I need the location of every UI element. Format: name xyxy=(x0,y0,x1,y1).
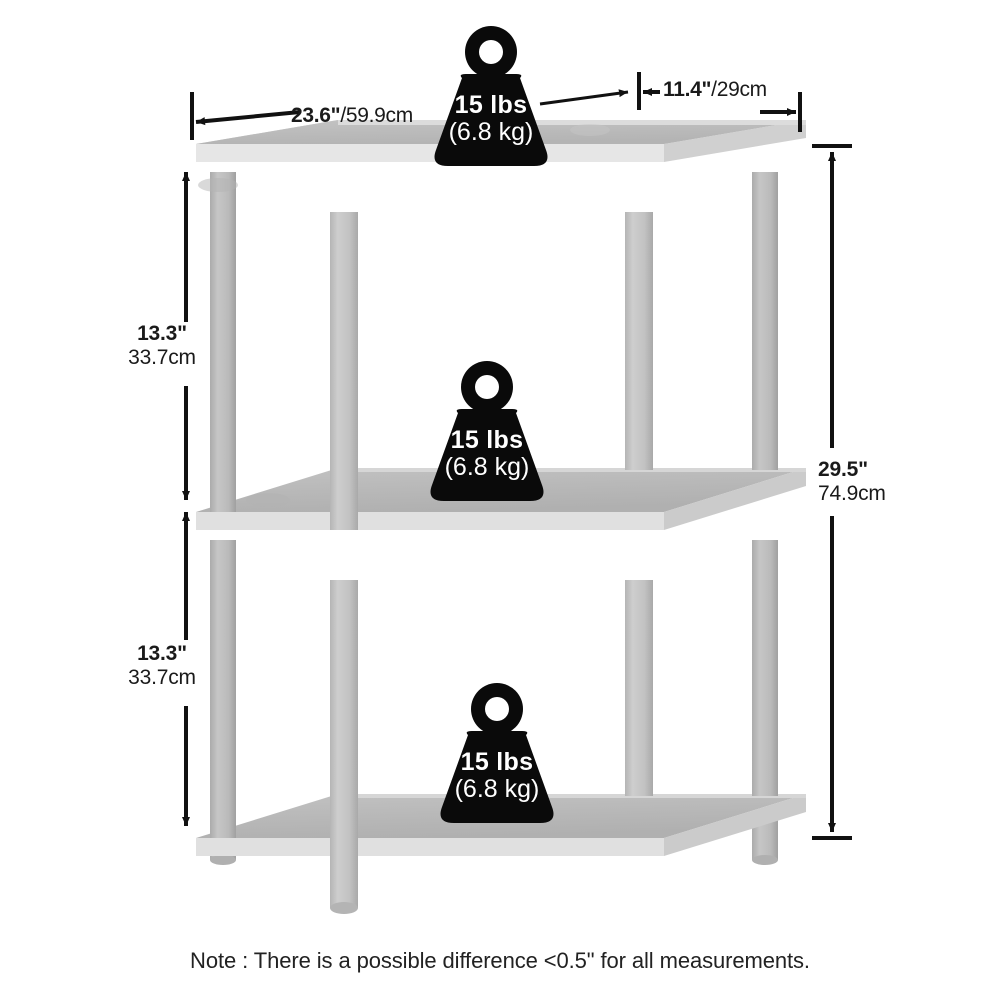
bottom-shelf-front-feet xyxy=(330,856,358,914)
total-height-cm: 74.9cm xyxy=(818,481,886,505)
depth-dimension-label: 11.4"/29cm xyxy=(663,78,767,102)
weight-badge-shape-top xyxy=(434,26,548,166)
width-dimension-line xyxy=(190,92,301,140)
upper-gap-dimension-label: 13.3" 33.7cm xyxy=(108,322,216,369)
measurement-note: Note : There is a possible difference <0… xyxy=(190,948,810,973)
upper-gap-cm: 33.7cm xyxy=(128,345,196,369)
total-height-dimension-line xyxy=(812,144,852,840)
depth-dimension-line xyxy=(539,72,802,132)
lower-gap-inches: 13.3" xyxy=(137,642,187,665)
width-dimension-cm: /59.9cm xyxy=(340,104,413,127)
width-dimension-inches: 23.6" xyxy=(291,104,341,127)
lower-gap-cm: 33.7cm xyxy=(128,665,196,689)
total-height-dimension-label: 29.5" 74.9cm xyxy=(818,458,930,505)
weight-badge-shape-bottom xyxy=(440,683,554,823)
depth-dimension-cm: /29cm xyxy=(711,78,767,101)
upper-legs xyxy=(210,172,778,530)
lower-legs xyxy=(210,540,778,858)
depth-dimension-inches: 11.4" xyxy=(663,78,712,101)
weight-badge-shape-middle xyxy=(430,361,544,501)
width-dimension-label: 23.6"/59.9cm xyxy=(291,104,413,128)
lower-gap-dimension-label: 13.3" 33.7cm xyxy=(108,642,216,689)
upper-gap-inches: 13.3" xyxy=(137,322,187,345)
total-height-inches: 29.5" xyxy=(818,458,868,481)
